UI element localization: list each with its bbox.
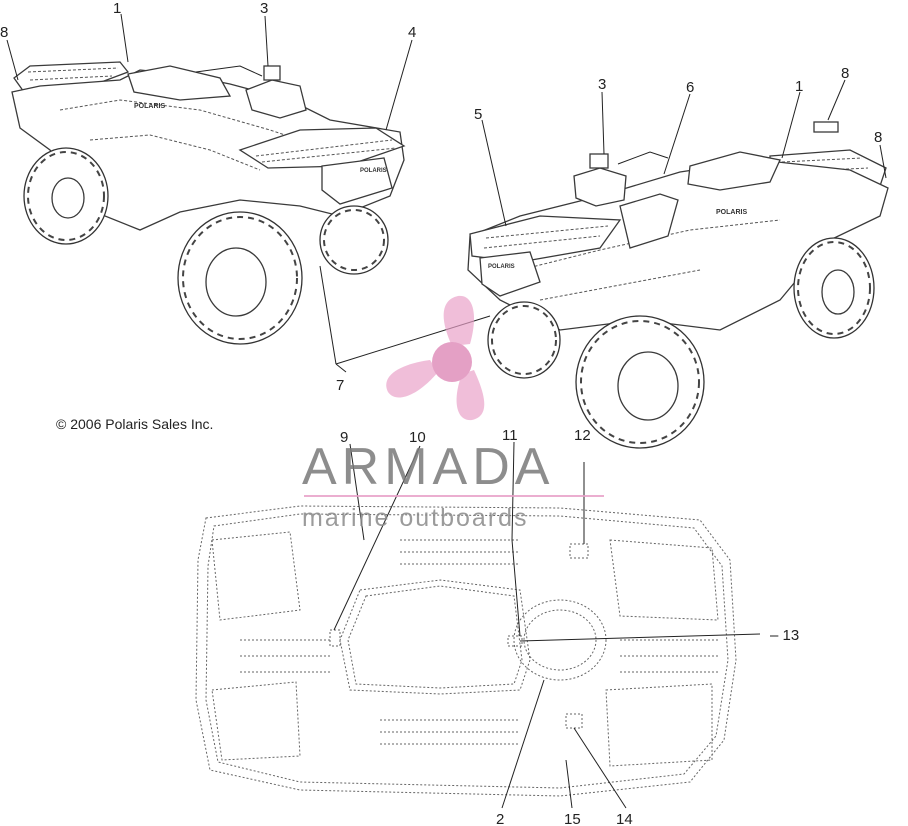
brand-decal-front-right: POLARIS bbox=[488, 264, 515, 270]
brand-decal-left: POLARIS bbox=[134, 103, 165, 110]
callout-3: 3 bbox=[598, 76, 606, 93]
atv-underside-view bbox=[195, 505, 737, 797]
callout-15: 15 bbox=[564, 811, 581, 826]
callout-9: 9 bbox=[340, 429, 348, 446]
callout-14: 14 bbox=[616, 811, 633, 826]
callout-2: 2 bbox=[496, 811, 504, 826]
copyright-notice: © 2006 Polaris Sales Inc. bbox=[56, 416, 213, 432]
callout-4: 4 bbox=[408, 24, 416, 41]
watermark-title: ARMADA bbox=[302, 438, 554, 496]
brand-decal-right: POLARIS bbox=[716, 209, 747, 216]
callout-8: 8 bbox=[841, 65, 849, 82]
propeller-logo-icon bbox=[386, 295, 485, 421]
brand-decal-front-left: POLARIS bbox=[360, 168, 387, 174]
callout-labels: 1 3 8 4 3 6 1 8 8 5 7 9 10 11 12 – 13 2 … bbox=[0, 0, 882, 826]
watermark-subtitle: marine outboards bbox=[302, 504, 529, 532]
callout-1: 1 bbox=[795, 78, 803, 95]
callout-6: 6 bbox=[686, 79, 694, 96]
callout-7: 7 bbox=[336, 377, 344, 394]
callout-3: 3 bbox=[260, 0, 268, 17]
callout-13: – 13 bbox=[770, 627, 799, 644]
callout-5: 5 bbox=[474, 106, 482, 123]
callout-11: 11 bbox=[502, 427, 518, 444]
atv-left-view: POLARIS POLARIS bbox=[11, 61, 406, 345]
atv-right-view: POLARIS POLARIS bbox=[467, 121, 889, 449]
leader-lines bbox=[6, 13, 887, 809]
callout-1: 1 bbox=[113, 0, 121, 17]
callout-8: 8 bbox=[874, 129, 882, 146]
callout-10: 10 bbox=[409, 429, 426, 446]
watermark: ARMADA marine outboards bbox=[302, 295, 604, 532]
callout-12: 12 bbox=[574, 427, 591, 444]
callout-8: 8 bbox=[0, 24, 8, 41]
